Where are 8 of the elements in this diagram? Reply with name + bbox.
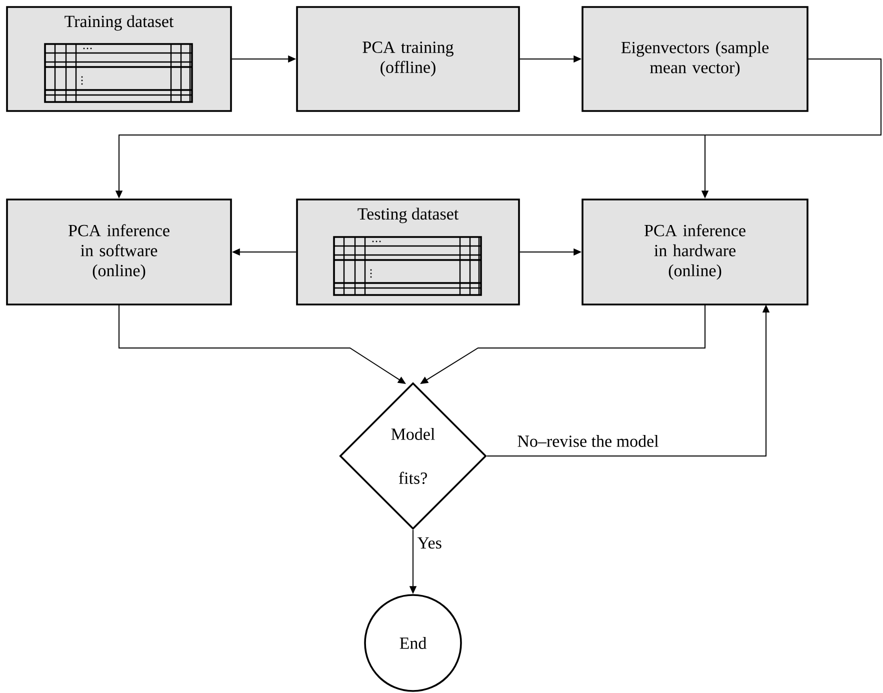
dataset-box: Testing dataset — [296, 198, 520, 306]
process-box: PCA inference in hardware (online) — [582, 198, 808, 306]
process-box: PCA training (offline) — [296, 6, 520, 112]
edge-label: No–revise the model — [516, 434, 660, 448]
process-box: Eigenvectors (sample mean vector) — [582, 6, 808, 112]
edge-label: Yes — [416, 536, 443, 550]
dataset-box: Training dataset — [6, 6, 232, 112]
process-box: PCA inference in software (online) — [6, 198, 232, 306]
